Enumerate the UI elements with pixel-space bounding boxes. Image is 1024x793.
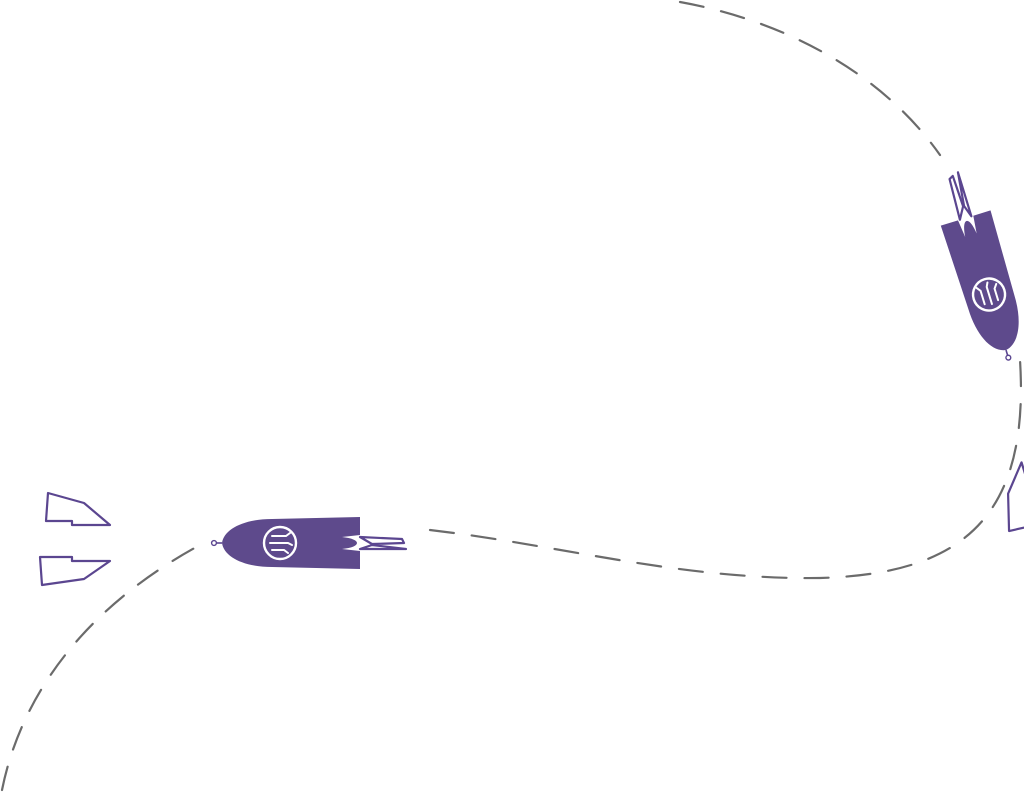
rocket-left (38, 491, 408, 587)
dashed-trail-path (0, 543, 202, 792)
rocket-right (903, 160, 1024, 540)
dashed-trail-path (428, 358, 1023, 580)
rocket-icon (38, 491, 408, 587)
rocket-icon (903, 160, 1024, 540)
dashed-trail-path (678, 0, 942, 157)
